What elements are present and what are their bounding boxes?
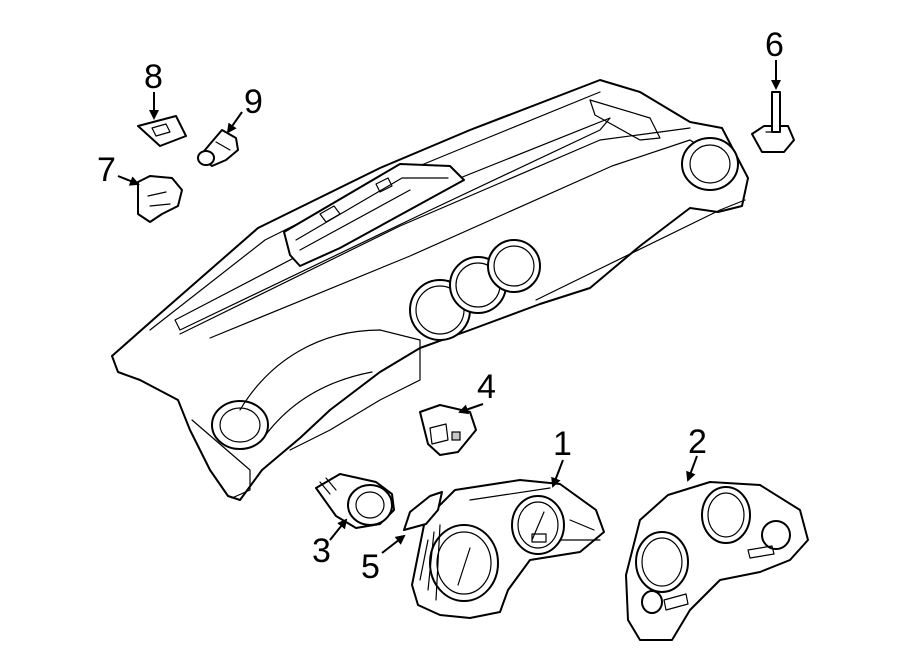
connector	[197, 129, 239, 167]
callout-2: 2	[688, 423, 707, 461]
gasket	[403, 491, 443, 531]
instrument-cluster	[411, 479, 605, 619]
callout-labels: 1 2 3 4 5 6 7 8 9	[97, 26, 784, 586]
callout-8: 8	[144, 58, 163, 96]
callout-3: 3	[312, 532, 331, 570]
callout-6: 6	[765, 26, 784, 64]
cluster-lens	[625, 481, 809, 641]
leader-lines	[117, 60, 781, 554]
callout-5: 5	[361, 548, 380, 586]
switch-module	[419, 404, 477, 456]
sensor-post	[751, 91, 795, 153]
ignition-switch	[315, 473, 395, 529]
instrument-panel	[111, 79, 749, 501]
bracket-plate	[137, 115, 187, 147]
callout-7: 7	[97, 151, 116, 189]
callout-1: 1	[553, 425, 572, 463]
callout-9: 9	[244, 83, 263, 121]
callout-4: 4	[477, 368, 496, 406]
sensor	[137, 175, 183, 223]
